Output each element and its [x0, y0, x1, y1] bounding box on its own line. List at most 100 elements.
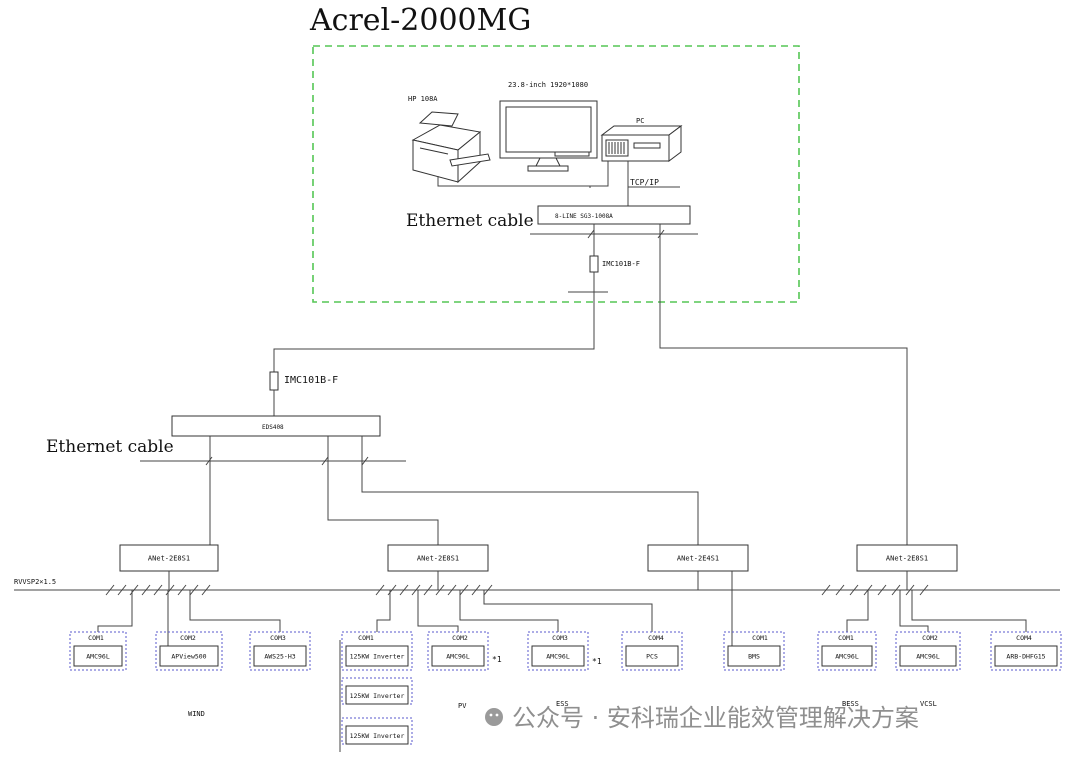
device-drop: [911, 590, 1027, 632]
ess-multiplier: *1: [592, 657, 602, 666]
bus-tick: [435, 584, 445, 596]
device-label: AMC96L: [835, 653, 859, 661]
device-label: AMC96L: [546, 653, 570, 661]
device-drop: [899, 590, 929, 632]
device-label: AMC96L: [86, 653, 110, 661]
watermark-text: 公众号 · 安科瑞企业能效管理解决方案: [512, 704, 919, 732]
mid-switch: [171, 415, 381, 437]
com-label: COM2: [180, 634, 196, 642]
bus-tick: [165, 584, 175, 596]
com-label: COM3: [270, 634, 286, 642]
mid-switch-label: EDS408: [262, 424, 284, 431]
bus-tick: [141, 584, 151, 596]
com-port-frame: [69, 631, 127, 671]
station-ethernet-label: Ethernet cable: [406, 211, 534, 231]
station-converter-label: IMC101B-F: [602, 260, 640, 268]
inverter-box: [345, 685, 409, 705]
gateway-label: ANet-2E8S1: [886, 555, 928, 563]
com-port-frame: [155, 631, 223, 671]
device-label: AWS25-H3: [264, 653, 295, 661]
device-label: PCS: [646, 653, 658, 661]
bus-tick: [177, 584, 187, 596]
bus-tick: [105, 584, 115, 596]
bus-tick: [821, 584, 831, 596]
printer-label: HP 108A: [408, 95, 438, 103]
diagram-title: Acrel-2000MG: [309, 3, 531, 38]
bus-tick: [447, 584, 457, 596]
mid-ethernet-label: Ethernet cable: [46, 437, 174, 457]
bus-tick: [423, 584, 433, 596]
bus-tick: [411, 584, 421, 596]
gateway-label: ANet-2E4S1: [677, 555, 719, 563]
wechat-icon: [485, 708, 503, 726]
inverter-box: [345, 725, 409, 745]
device-box: [531, 645, 585, 667]
com-label: COM2: [452, 634, 468, 642]
com-label: COM3: [552, 634, 568, 642]
bus-tick: [153, 584, 163, 596]
device-label: 125KW Inverter: [350, 653, 405, 661]
bus-tick: [375, 584, 385, 596]
gateway-label: ANet-2E8S1: [148, 555, 190, 563]
monitor-label: 23.8-inch 1920*1080: [508, 81, 588, 89]
com-port-frame: [341, 631, 413, 671]
inverter-label: 125KW Inverter: [350, 732, 405, 740]
device-box: [431, 645, 485, 667]
com-port-frame: [249, 631, 311, 671]
bus-tick: [201, 584, 211, 596]
device-drop: [417, 590, 459, 632]
device-drop: [846, 590, 869, 632]
device-box: [821, 645, 873, 667]
watermark: 公众号 · 安科瑞企业能效管理解决方案: [485, 704, 919, 732]
com-port-frame: [427, 631, 489, 671]
com-port-frame: [527, 631, 589, 671]
bus-tick: [387, 584, 397, 596]
device-box: [899, 645, 957, 667]
device-drop: [483, 590, 653, 632]
pv-multiplier: *1: [492, 655, 502, 664]
device-drop: [459, 590, 559, 632]
com-port-frame: [990, 631, 1062, 671]
com-label: COM1: [358, 634, 374, 642]
bus-tick: [849, 584, 859, 596]
group-label-pv: PV: [458, 702, 467, 710]
device-label: ARB-DHFG15: [1006, 653, 1045, 661]
pc-label: PC: [636, 117, 644, 125]
fiber-to-mid: [273, 292, 595, 372]
device-box: [994, 645, 1058, 667]
device-box: [253, 645, 307, 667]
link-to-gw3: [361, 436, 699, 545]
bus-tick: [399, 584, 409, 596]
station-converter-icon: [589, 255, 599, 273]
bus-tick: [459, 584, 469, 596]
station-switch-label: 8-LINE SG3-1008A: [555, 213, 613, 220]
inverter-label: 125KW Inverter: [350, 692, 405, 700]
group-label-wind: WIND: [188, 710, 205, 718]
printer-icon: [411, 111, 491, 184]
bus-tick: [189, 584, 199, 596]
bus-tick: [835, 584, 845, 596]
device-box: [727, 645, 781, 667]
com-label: COM1: [752, 634, 768, 642]
bus-tick: [483, 584, 493, 596]
bus-tick: [877, 584, 887, 596]
device-drop: [97, 590, 133, 632]
monitor-icon: [499, 100, 598, 172]
station-frame: [312, 45, 800, 303]
device-label: APView500: [171, 653, 206, 661]
gateway-label: ANet-2E8S1: [417, 555, 459, 563]
com-port-frame: [895, 631, 961, 671]
link-to-gw2: [327, 436, 439, 545]
com-port-frame: [621, 631, 683, 671]
device-label: AMC96L: [916, 653, 940, 661]
gateway-box: [856, 544, 958, 572]
com-label: COM2: [922, 634, 938, 642]
bus-label: RVVSP2×1.5: [14, 578, 56, 586]
com-port-frame: [817, 631, 877, 671]
group-label-bess: BESS: [842, 700, 859, 708]
gateway-box: [119, 544, 219, 572]
group-label-vcsl: VCSL: [920, 700, 937, 708]
mid-converter-icon: [269, 371, 279, 391]
com-label: COM1: [88, 634, 104, 642]
